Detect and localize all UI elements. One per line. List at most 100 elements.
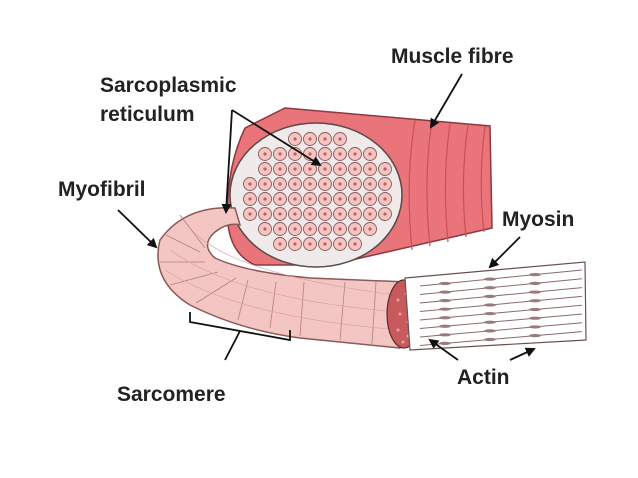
myosin-thickening — [484, 303, 496, 307]
myofibril-arrow — [117, 209, 158, 249]
label-actin: Actin — [457, 366, 510, 389]
myofibril-dot — [323, 197, 327, 201]
myofibril-dot — [338, 242, 342, 246]
myofibril-shape — [157, 207, 409, 349]
myofibril-dot — [308, 167, 312, 171]
myofibril-dot — [308, 242, 312, 246]
myofibril-dot — [383, 182, 387, 186]
myofibril-dot — [383, 212, 387, 216]
myofibril-dot — [308, 227, 312, 231]
myosin-thickening — [529, 273, 541, 277]
myofibril-dot — [278, 167, 282, 171]
label-myofibril: Myofibril — [58, 178, 146, 201]
myofibril-dot — [338, 152, 342, 156]
myosin-thickening — [439, 307, 451, 311]
myofibril-dot — [263, 197, 267, 201]
myofibril-dot — [293, 242, 297, 246]
myofibril-dot — [323, 242, 327, 246]
myofibril-dot — [353, 212, 357, 216]
label-muscle-fibre: Muscle fibre — [391, 45, 514, 68]
myofibril-dot — [353, 242, 357, 246]
myosin-thickening — [529, 290, 541, 294]
myosin-thickening — [439, 333, 451, 337]
myofibril-dot — [278, 152, 282, 156]
label-myosin: Myosin — [502, 208, 574, 231]
myofibril-dot — [368, 227, 372, 231]
myosin-thickening — [484, 286, 496, 290]
myosin-thickening — [439, 290, 451, 294]
myofibril-dot — [353, 197, 357, 201]
myofibril-dot — [263, 182, 267, 186]
myosin-thickening — [439, 341, 451, 345]
myofibril-dot — [368, 152, 372, 156]
myofibril-dot — [263, 212, 267, 216]
myofibril-dot — [338, 137, 342, 141]
myosin-thickening — [529, 325, 541, 329]
myofibril-dot — [293, 182, 297, 186]
myofibril-dot — [383, 197, 387, 201]
actin-arrow-left — [428, 338, 459, 361]
label-sarcomere: Sarcomere — [117, 383, 226, 406]
myofibril-dot — [338, 212, 342, 216]
sarcoplasmic-arrow-b — [221, 109, 233, 214]
myosin-thickening — [484, 337, 496, 342]
myosin-thickening — [439, 299, 451, 303]
myosin-arrow — [488, 236, 521, 269]
myofibril-dot — [293, 137, 297, 141]
muscle-fibre-arrow — [429, 73, 463, 129]
myofibril-dot — [278, 197, 282, 201]
myofibril-dot — [323, 182, 327, 186]
fibre-cross-section — [229, 122, 403, 268]
myofibril-dot — [323, 227, 327, 231]
myosin-thickening — [439, 281, 451, 286]
myosin-thickening — [484, 329, 496, 333]
myosin-thickening — [529, 299, 541, 303]
myofibril-dot — [278, 227, 282, 231]
myofibril-dot — [338, 197, 342, 201]
myofibril-dot — [293, 152, 297, 156]
actin-arrow-right — [509, 347, 536, 361]
myofibril-dot — [368, 182, 372, 186]
myofibril-dot — [383, 167, 387, 171]
myofibril-dot — [323, 152, 327, 156]
myofibril-dot — [323, 137, 327, 141]
myosin-thickening — [529, 307, 541, 312]
sarcoplasmic-arrow-a — [231, 109, 322, 167]
myofibril-dot — [278, 182, 282, 186]
myofibril-dot — [368, 212, 372, 216]
myofibril-dot — [278, 212, 282, 216]
myofibril-dot — [308, 152, 312, 156]
myofibril-dot — [338, 167, 342, 171]
myofibril-dot — [323, 212, 327, 216]
myofibril-dot — [308, 197, 312, 201]
label-sarcoplasmic-line1: Sarcoplasmic — [100, 74, 237, 97]
myofibril-dot — [308, 212, 312, 216]
filament-bundle — [404, 261, 587, 351]
myofibril-dot — [293, 197, 297, 201]
myosin-thickening — [529, 316, 541, 320]
myosin-thickening — [529, 281, 541, 285]
myofibril-dot — [248, 182, 252, 186]
sarcomere-bracket — [189, 312, 291, 361]
myosin-thickening — [529, 334, 541, 338]
myosin-thickening — [484, 277, 496, 281]
myosin-thickening — [484, 294, 496, 298]
myofibril-dot — [293, 167, 297, 171]
myofibril-dot — [338, 227, 342, 231]
myofibril-dot — [263, 167, 267, 171]
myofibril-dot — [293, 227, 297, 231]
myofibril-dot — [263, 227, 267, 231]
myofibril-dot — [353, 167, 357, 171]
myofibril-dot — [248, 212, 252, 216]
myofibril-dot — [368, 197, 372, 201]
myofibril-dot — [353, 152, 357, 156]
myofibril-dot — [308, 182, 312, 186]
myofibril-dot — [308, 137, 312, 141]
myosin-thickening — [484, 312, 496, 316]
myosin-thickening — [439, 324, 451, 328]
myosin-thickening — [439, 316, 451, 320]
myofibril-dot — [338, 182, 342, 186]
myofibril-dot — [353, 227, 357, 231]
myofibril-dot — [263, 152, 267, 156]
